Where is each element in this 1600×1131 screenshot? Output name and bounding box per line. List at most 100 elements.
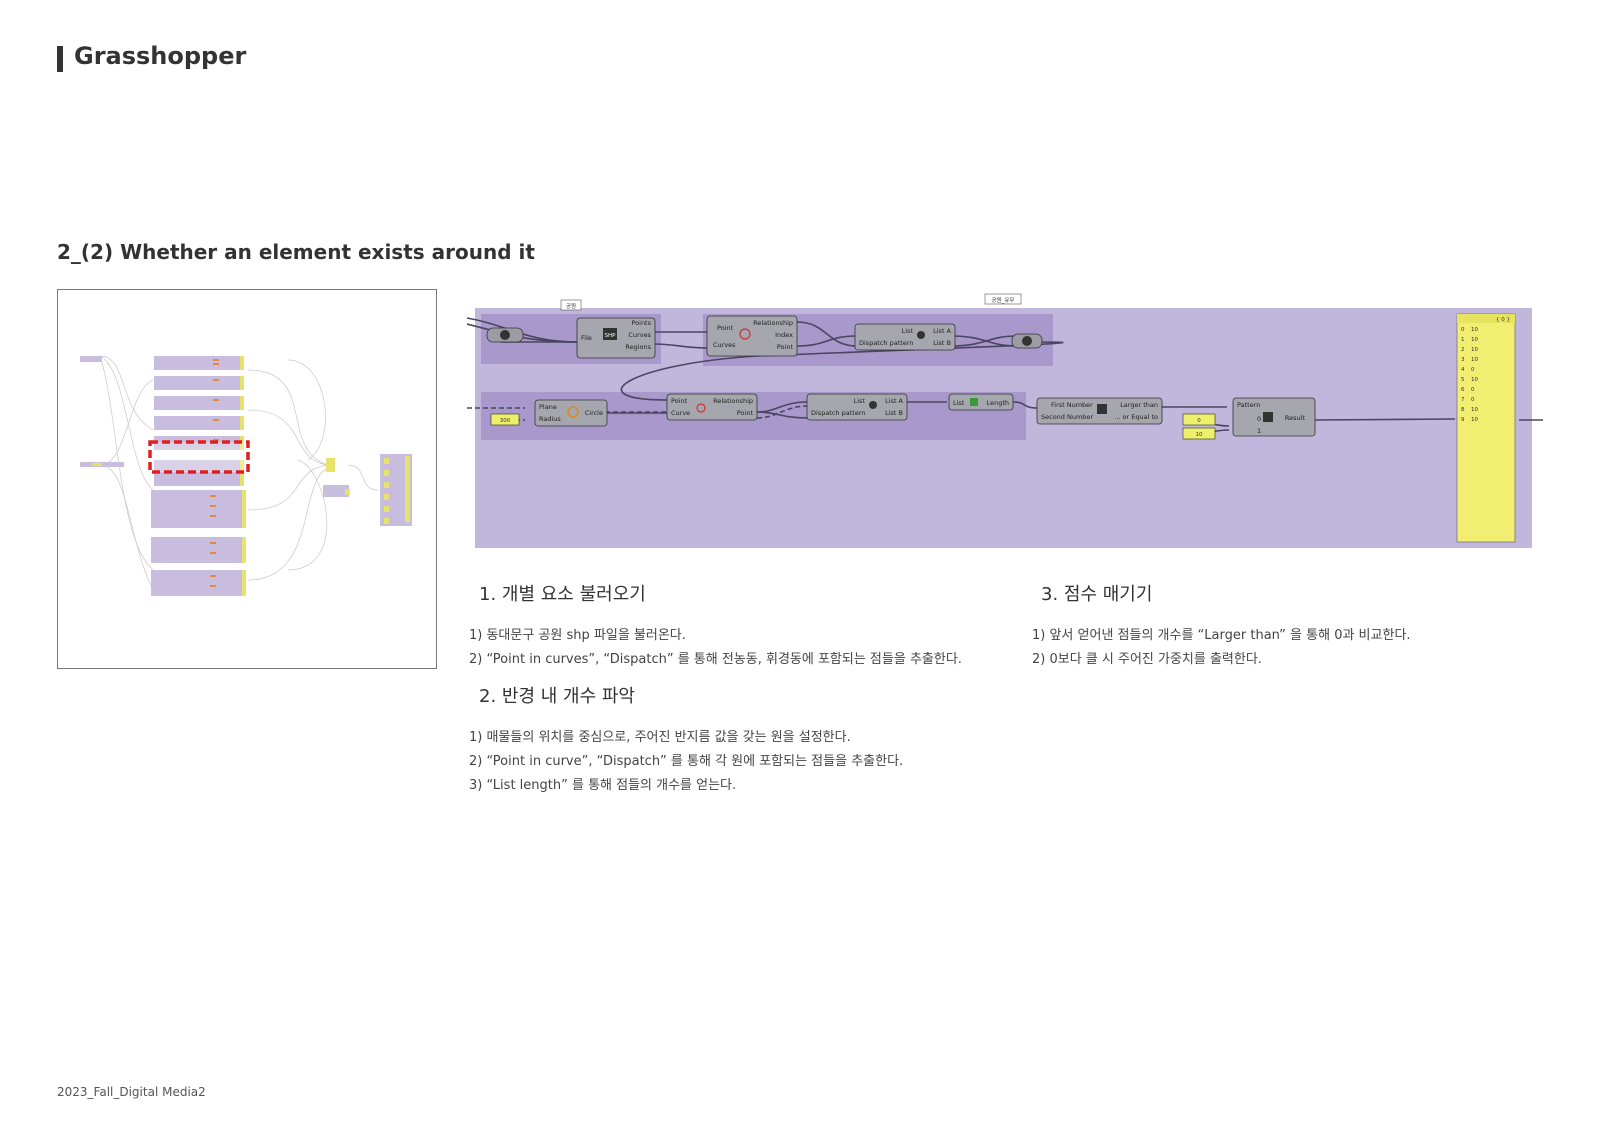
svg-text:공원: 공원: [566, 302, 576, 310]
svg-text:First Number: First Number: [1051, 401, 1093, 409]
svg-text:List: List: [854, 397, 866, 405]
svg-text:Point: Point: [671, 397, 688, 405]
panel-row-value: 10: [1471, 417, 1478, 423]
step2-line1: 1) 매물들의 위치를 중심으로, 주어진 반지름 값을 갖는 원을 설정한다.: [469, 730, 851, 745]
close-icon: [1022, 336, 1032, 346]
svg-text:Larger than: Larger than: [1120, 401, 1158, 409]
relation-icon: [739, 328, 751, 340]
svg-text:0: 0: [1257, 415, 1261, 423]
svg-text:File: File: [581, 334, 592, 342]
svg-text:{ 0 }: { 0 }: [1496, 317, 1510, 323]
panel-row-index: 4: [1461, 367, 1465, 373]
panel-row-index: 2: [1461, 347, 1465, 353]
greater-than-icon: [1097, 404, 1107, 414]
definition-overview-thumbnail: [57, 289, 437, 669]
step3-line1: 1) 앞서 얻어낸 점들의 개수를 “Larger than” 을 통해 0과 …: [1032, 628, 1411, 643]
svg-text:Dispatch pattern: Dispatch pattern: [859, 339, 914, 347]
svg-text:... or Equal to: ... or Equal to: [1114, 413, 1158, 421]
list-length-icon: [970, 398, 978, 406]
grasshopper-canvas: 공원 공원_유무: [467, 290, 1543, 550]
panel-row-index: 7: [1461, 397, 1465, 403]
panel-row-value: 0: [1471, 397, 1475, 403]
svg-text:Pattern: Pattern: [1237, 401, 1260, 409]
step1-line2: 2) “Point in curves”, “Dispatch” 를 통해 전농…: [469, 652, 962, 667]
panel-row-index: 3: [1461, 357, 1465, 363]
svg-text:Radius: Radius: [539, 415, 561, 423]
dispatch-node-bottom[interactable]: List Dispatch pattern List A List B: [806, 393, 908, 421]
svg-text:Curves: Curves: [628, 331, 651, 339]
overview-groups: [80, 356, 412, 596]
svg-text:List: List: [953, 399, 965, 407]
svg-text:Point: Point: [777, 343, 794, 351]
footer-course-label: 2023_Fall_Digital Media2: [57, 1085, 206, 1099]
svg-text:List A: List A: [885, 397, 903, 405]
svg-text:List B: List B: [885, 409, 903, 417]
larger-than-node[interactable]: First Number Second Number Larger than .…: [1036, 397, 1163, 425]
svg-text:Length: Length: [987, 399, 1009, 407]
panel-row-value: 10: [1471, 377, 1478, 383]
overview-graphic: [80, 355, 412, 596]
panel-row-value: 10: [1471, 357, 1478, 363]
dispatch-node-top[interactable]: List Dispatch pattern List A List B: [854, 323, 956, 351]
panel-row-value: 10: [1471, 347, 1478, 353]
svg-text:Relationship: Relationship: [713, 397, 753, 405]
svg-text:Points: Points: [631, 319, 651, 327]
circle-node[interactable]: Plane Radius Circle: [534, 399, 608, 427]
panel-row-value: 10: [1471, 407, 1478, 413]
weave-node[interactable]: Pattern 0 1 Result: [1232, 397, 1316, 437]
value-ten-slider[interactable]: 10: [1182, 427, 1216, 440]
step1-line1: 1) 동대문구 공원 shp 파일을 불러온다.: [469, 628, 686, 643]
svg-text:Dispatch pattern: Dispatch pattern: [811, 409, 866, 417]
point-in-curves-node[interactable]: Point Curves Relationship Index Point: [706, 315, 798, 357]
svg-text:Regions: Regions: [625, 343, 651, 351]
step3-heading: 3. 점수 매기기: [1041, 584, 1153, 605]
svg-text:Circle: Circle: [585, 409, 603, 417]
svg-text:Relationship: Relationship: [753, 319, 793, 327]
panel-row-index: 8: [1461, 407, 1465, 413]
svg-text:Index: Index: [775, 331, 793, 339]
panel-row-index: 0: [1461, 327, 1465, 333]
point-in-curve-node[interactable]: Point Curve Relationship Point: [666, 393, 758, 421]
panel-row-value: 0: [1471, 367, 1475, 373]
svg-text:List B: List B: [933, 339, 951, 347]
dispatch-icon: [869, 401, 877, 409]
svg-text:Second Number: Second Number: [1041, 413, 1093, 421]
svg-text:Point: Point: [717, 324, 734, 332]
cull-node[interactable]: [1011, 333, 1043, 349]
radius-slider[interactable]: 300: [490, 413, 520, 426]
svg-text:Curve: Curve: [671, 409, 690, 417]
circle-icon: [567, 406, 579, 418]
highlight-box: [148, 440, 250, 474]
panel-row-value: 0: [1471, 387, 1475, 393]
panel-row-value: 10: [1471, 337, 1478, 343]
group-label-park-exists: 공원_유무: [984, 293, 1022, 305]
step2-line2: 2) “Point in curve”, “Dispatch” 를 통해 각 원…: [469, 754, 904, 769]
panel-row-index: 9: [1461, 417, 1465, 423]
svg-text:0: 0: [1197, 418, 1201, 424]
svg-text:1: 1: [1257, 427, 1261, 435]
svg-text:SHP: SHP: [605, 333, 617, 339]
import-shp-node[interactable]: File SHP Points Curves Regions: [486, 317, 656, 359]
list-length-node[interactable]: List Length: [948, 393, 1014, 411]
group-label-park: 공원: [560, 299, 582, 311]
overview-orange-marks: [210, 359, 219, 587]
svg-text:List A: List A: [933, 327, 951, 335]
title-accent-bar: [57, 46, 63, 72]
page-title: Grasshopper: [74, 42, 247, 70]
svg-text:300: 300: [500, 418, 511, 424]
shp-icon: [603, 328, 617, 340]
svg-text:10: 10: [1196, 432, 1203, 438]
panel-row-index: 6: [1461, 387, 1465, 393]
svg-text:Curves: Curves: [713, 341, 736, 349]
weave-icon: [1263, 412, 1273, 422]
svg-text:Point: Point: [737, 409, 754, 417]
step3-line2: 2) 0보다 클 시 주어진 가중치를 출력한다.: [1032, 652, 1262, 667]
panel-row-value: 10: [1471, 327, 1478, 333]
step2-heading: 2. 반경 내 개수 파악: [479, 686, 635, 707]
value-zero-slider[interactable]: 0: [1182, 413, 1216, 426]
section-title: 2_(2) Whether an element exists around i…: [57, 240, 535, 264]
svg-text:공원_유무: 공원_유무: [992, 296, 1015, 304]
svg-text:List: List: [902, 327, 914, 335]
svg-text:Plane: Plane: [539, 403, 557, 411]
